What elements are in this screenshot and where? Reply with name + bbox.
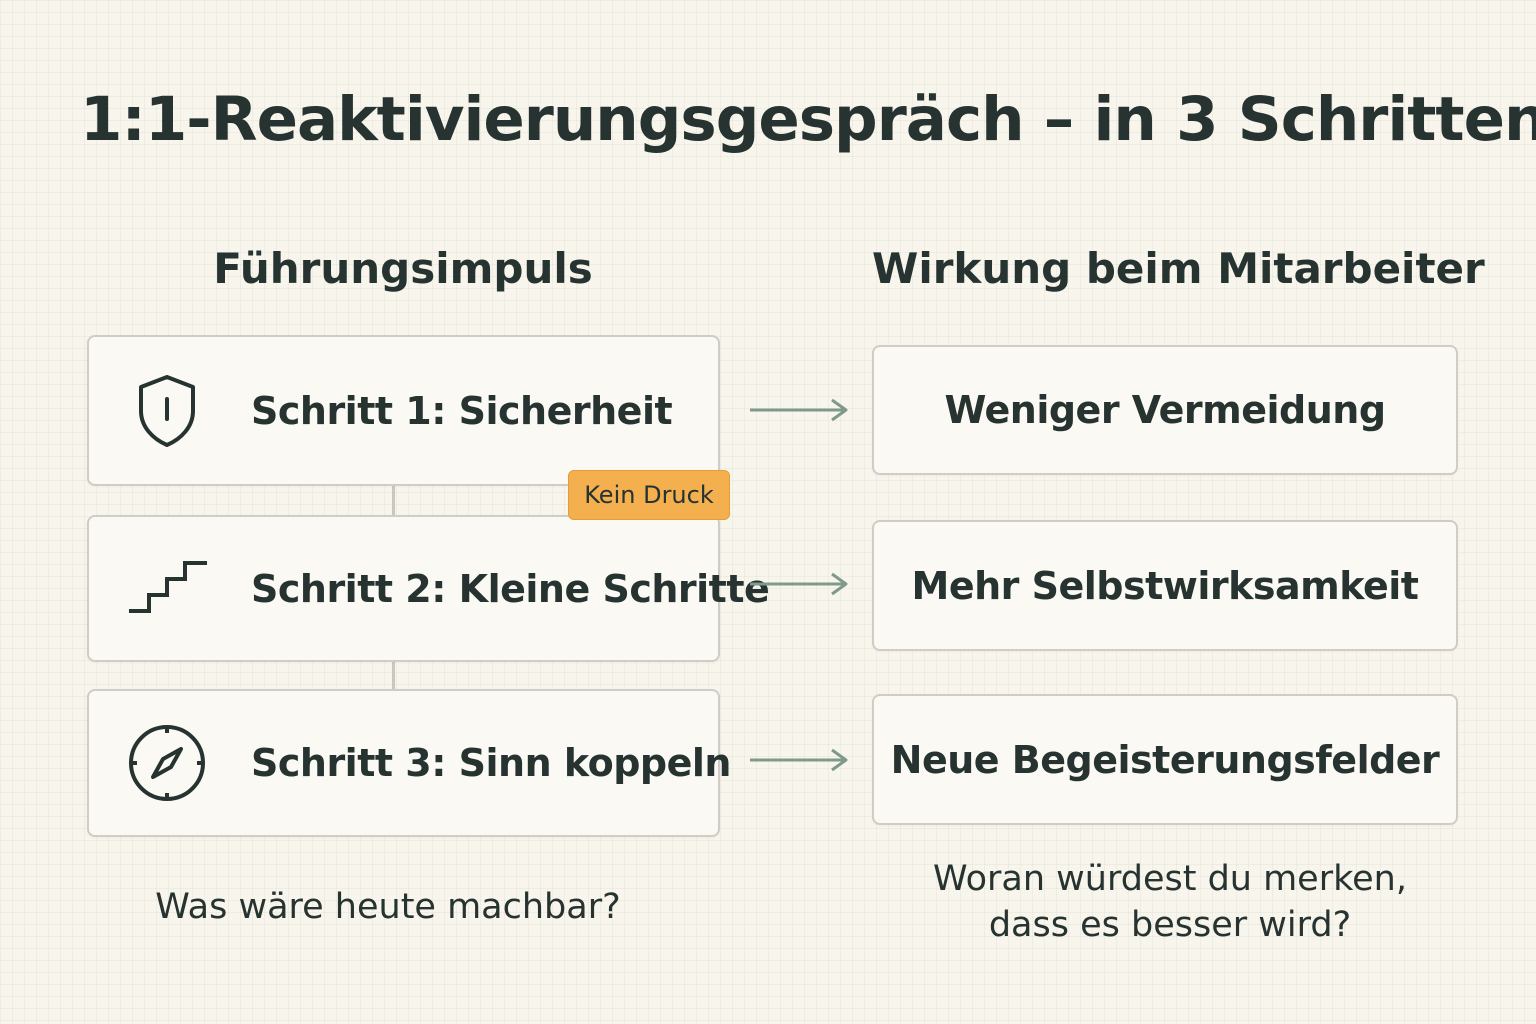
- stairs-icon: [129, 560, 207, 613]
- arrow-right-icon: [750, 398, 848, 422]
- column-heading-leadership: Führungsimpuls: [213, 244, 593, 293]
- no-pressure-badge: Kein Druck: [568, 470, 730, 520]
- guiding-question-right: Woran würdest du merken, dass es besser …: [872, 856, 1468, 948]
- compass-icon: [129, 725, 205, 801]
- shield-icon: [139, 374, 195, 447]
- effect-card-new-enthusiasm: Neue Begeisterungsfelder: [872, 694, 1458, 825]
- effect-label: Weniger Vermeidung: [944, 388, 1386, 432]
- page-title: 1:1-Reaktivierungsgespräch – in 3 Schrit…: [80, 84, 1536, 155]
- column-heading-effect: Wirkung beim Mitarbeiter: [872, 244, 1485, 293]
- arrow-right-icon: [750, 748, 848, 772]
- step-label: Schritt 3: Sinn koppeln: [251, 741, 731, 785]
- guiding-question-line: Woran würdest du merken,: [933, 859, 1407, 899]
- step-connector: [392, 486, 395, 515]
- effect-label: Neue Begeisterungsfelder: [890, 737, 1440, 782]
- effect-card-self-efficacy: Mehr Selbstwirksamkeit: [872, 520, 1458, 651]
- guiding-question-left: Was wäre heute machbar?: [155, 887, 621, 927]
- step-label: Schritt 1: Sicherheit: [251, 388, 673, 433]
- arrow-right-icon: [750, 572, 848, 596]
- step-card-small-steps: Schritt 2: Kleine Schritte: [87, 515, 770, 662]
- step-label: Schritt 2: Kleine Schritte: [251, 566, 770, 611]
- effect-label: Mehr Selbstwirksamkeit: [911, 563, 1419, 608]
- step-card-safety: Schritt 1: Sicherheit: [87, 335, 720, 486]
- guiding-question-line: dass es besser wird?: [988, 905, 1352, 945]
- step-connector: [392, 662, 395, 689]
- step-card-meaning: Schritt 3: Sinn koppeln: [87, 689, 731, 837]
- effect-card-less-avoidance: Weniger Vermeidung: [872, 345, 1458, 475]
